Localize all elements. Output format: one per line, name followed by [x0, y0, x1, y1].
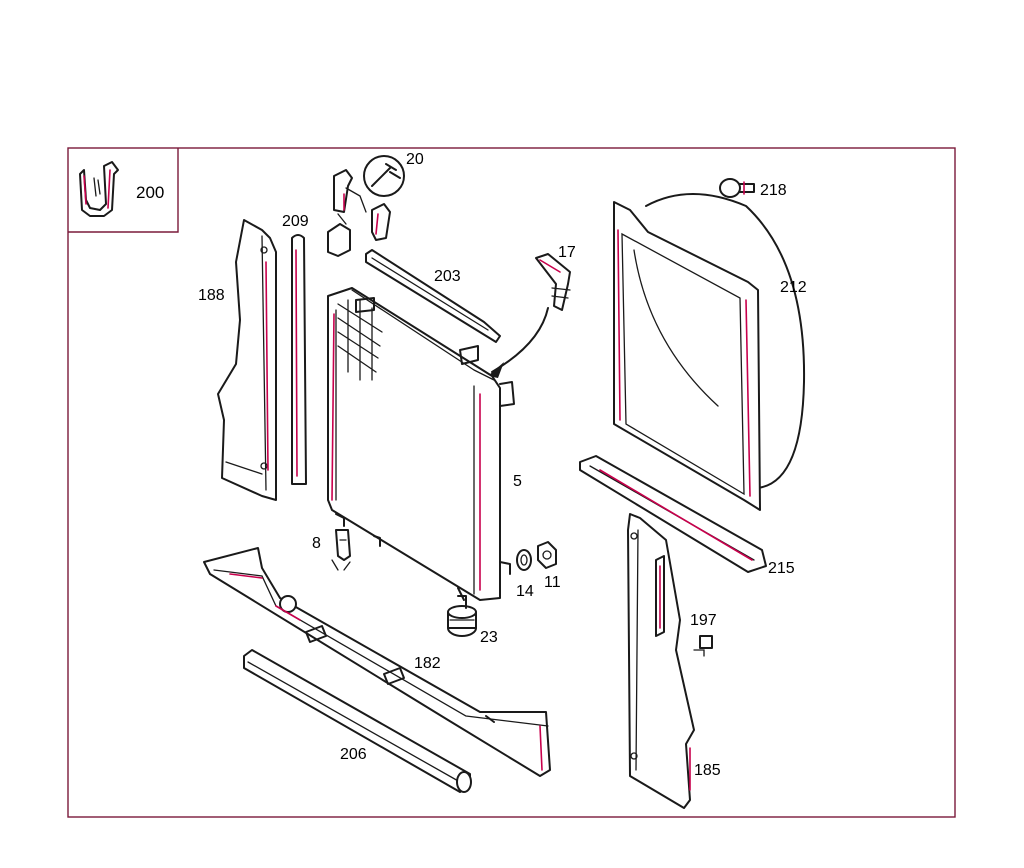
wrench-icon	[363, 155, 405, 197]
label-200: 200	[136, 183, 164, 202]
label-23: 23	[480, 629, 498, 646]
label-203: 203	[434, 268, 461, 285]
part-197-clip	[693, 635, 713, 657]
label-182: 182	[414, 655, 441, 672]
label-197: 197	[690, 612, 717, 629]
clip-icon	[79, 161, 119, 217]
diagram-frame	[67, 147, 956, 818]
part-23-mount	[447, 595, 477, 637]
part-5-radiator	[327, 287, 515, 601]
label-20: 20	[406, 151, 424, 168]
part-218-fastener	[719, 178, 755, 198]
part-20-clips	[327, 169, 391, 257]
part-203-strip	[365, 249, 501, 343]
part-185-panel	[627, 513, 695, 809]
label-8: 8	[312, 535, 321, 552]
part-212-shroud	[613, 193, 806, 511]
label-5: 5	[513, 473, 522, 490]
label-188: 188	[198, 287, 225, 304]
label-11: 11	[544, 574, 561, 591]
part-14-washer	[516, 549, 532, 571]
label-215: 215	[768, 560, 795, 577]
label-209: 209	[282, 213, 309, 230]
label-206: 206	[340, 746, 367, 763]
part-206-rod	[243, 649, 472, 793]
label-185: 185	[694, 762, 721, 779]
label-218: 218	[760, 182, 787, 199]
flow-arrow-head	[488, 362, 504, 378]
part-215-rail	[579, 455, 767, 573]
part-17-fitting	[535, 253, 571, 311]
part-182-crossmember	[203, 547, 551, 777]
part-209-rod	[291, 234, 307, 485]
legend-box	[68, 148, 179, 233]
flow-arrow	[491, 307, 549, 373]
label-212: 212	[780, 279, 807, 296]
label-17: 17	[558, 244, 576, 261]
part-188-panel	[217, 219, 277, 501]
part-11-nut	[537, 541, 557, 569]
part-8-plug	[331, 529, 351, 571]
label-14: 14	[516, 583, 534, 600]
